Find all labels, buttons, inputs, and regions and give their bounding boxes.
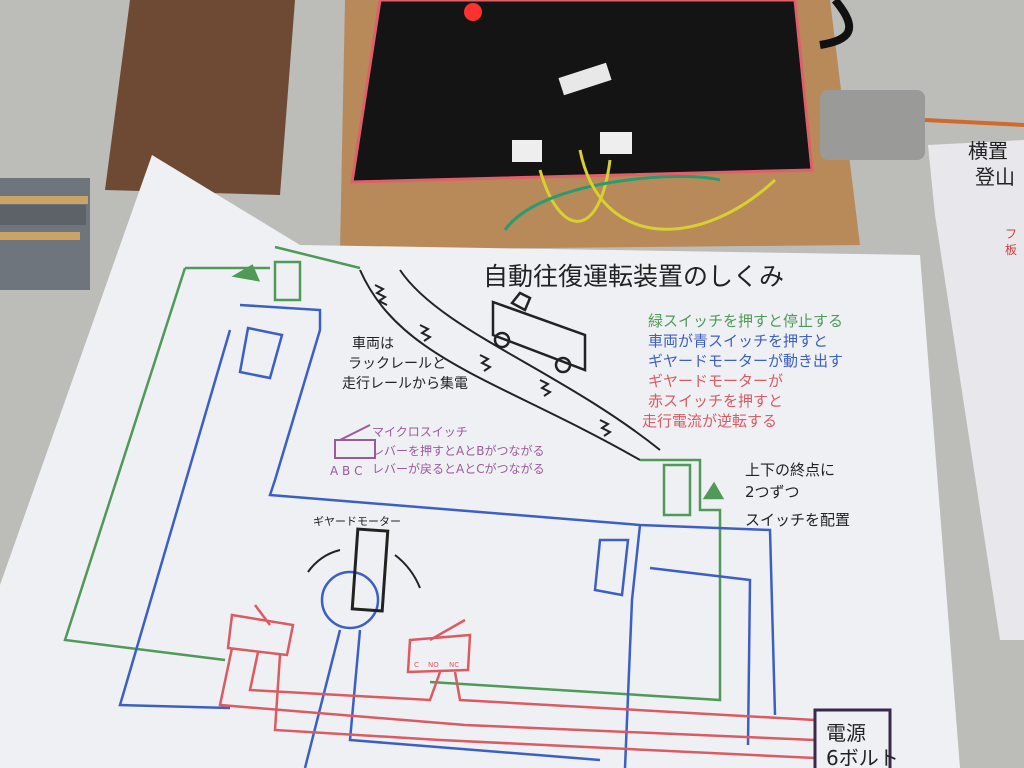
red-led [464,3,482,21]
legend-red: 赤スイッチを押すと [648,392,783,410]
vehicle-note: ラックレールと [348,356,446,372]
side-poster-text: 登山 [975,165,1015,189]
rotation-arrow-icon [307,549,341,573]
rotation-arrow-icon [394,554,421,589]
pin-label: NC [449,661,459,669]
endpoint-note: 上下の終点に [745,461,835,479]
microswitch-desc: レバーを押すとAとBがつながる [372,443,544,458]
microswitch-desc: レバーが戻るとAとCがつながる [372,461,545,476]
control-board [350,0,814,184]
vehicle-drawing [491,291,587,374]
legend-red: ギヤードモーターが [648,372,783,390]
poster-title: 自動往復運転装置のしくみ [483,262,784,291]
terminal-block [512,140,542,162]
power-label: 電源 [826,721,866,745]
microswitch-symbol [334,439,376,459]
motor-body [350,527,390,613]
side-poster [928,140,1024,640]
vehicle-note: 走行レールから集電 [342,375,468,392]
vehicle-note: 車両は [352,335,394,352]
terminal-block [600,132,632,154]
power-voltage: 6ボルト [826,746,899,768]
blue-wiring [118,303,777,768]
side-poster-text: 板 [1005,243,1017,257]
serial-connector [820,90,925,160]
microswitch-pins: A B C [330,464,362,478]
green-wiring [63,245,725,702]
side-poster-text: フ [1005,227,1017,241]
legend-red: 走行電流が逆転する [642,412,777,430]
power-box [813,708,892,768]
pin-label: NO [428,661,439,669]
legend-green: 緑スイッチを押すと停止する [648,312,843,330]
switch-part [558,62,612,96]
pin-label: C [414,661,419,669]
red-wiring [218,604,816,760]
side-poster-text: 横置 [968,139,1008,163]
endpoint-note: 2つずつ [745,483,800,501]
microswitch-title: マイクロスイッチ [372,425,468,439]
motor-label: ギヤードモーター [313,515,401,528]
rack-rail [359,269,661,461]
wooden-block [105,0,295,195]
legend-blue: ギヤードモーターが動き出す [648,352,843,370]
endpoint-note: スイッチを配置 [745,511,850,529]
legend-blue: 車両が青スイッチを押すと [648,332,828,350]
track-piece [0,178,90,290]
